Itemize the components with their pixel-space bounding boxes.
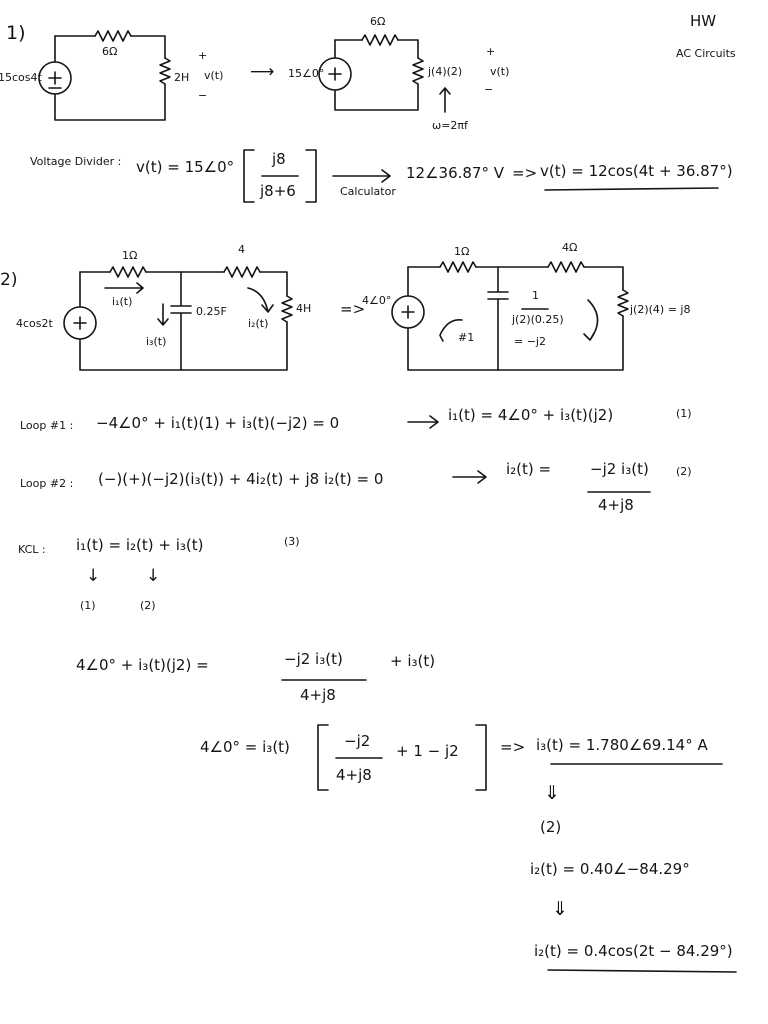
loop2-label: Loop #2 :	[20, 477, 74, 490]
bracket-right-1	[305, 149, 317, 203]
bracket-left-1	[243, 149, 255, 203]
problem-1-number: 1)	[6, 22, 26, 44]
solve-lhs: 4∠0° = i₃(t)	[200, 738, 290, 756]
p2b-r2-label: 4Ω	[562, 241, 578, 254]
double-arrow-2: ⇓	[552, 898, 568, 920]
substitution-frac-num: −j2 i₃(t)	[284, 650, 343, 668]
solve-rest: + 1 − j2	[396, 742, 459, 760]
p2b-inductor-label: j(2)(4) = j8	[630, 303, 691, 316]
underline-i2	[547, 969, 737, 973]
reference-2: (2)	[540, 818, 562, 836]
voltage-divider-label: Voltage Divider :	[30, 155, 122, 168]
double-arrow-1: ⇓	[544, 782, 560, 804]
p1a-source-label: 15cos4t	[0, 71, 42, 84]
loop1-result: i₁(t) = 4∠0° + i₃(t)(j2)	[448, 406, 614, 424]
implies-1: =>	[512, 164, 538, 182]
header-topic: AC Circuits	[676, 47, 736, 60]
eq-ref-1: (1)	[676, 407, 692, 420]
p2a-i2-label: i₂(t)	[248, 317, 269, 330]
divider-frac-num: j8	[272, 150, 286, 168]
p2b-cap-num: 1	[532, 289, 539, 302]
omega-note: ω=2πf	[432, 119, 468, 132]
implies-3: =>	[500, 738, 526, 756]
kcl-ref-1: (1)	[80, 599, 96, 612]
eq-ref-3: (3)	[284, 535, 300, 548]
p1b-plus: +	[486, 45, 496, 58]
i2-final-result: i₂(t) = 0.4cos(2t − 84.29°)	[534, 942, 733, 960]
transform-arrow: ⟶	[250, 62, 275, 82]
result-phasor: 12∠36.87° V	[406, 164, 505, 182]
loop2-result-lhs: i₂(t) =	[506, 460, 552, 478]
p2b-cap-den: j(2)(0.25)	[512, 313, 564, 326]
p1a-plus: +	[198, 49, 208, 62]
p1a-output-label: v(t)	[204, 69, 224, 82]
p2a-i3-label: i₃(t)	[146, 335, 167, 348]
p1b-output-label: v(t)	[490, 65, 510, 78]
p1b-source-label: 15∠0°	[288, 67, 325, 80]
p1b-minus: −	[484, 83, 494, 96]
calculator-arrow	[332, 169, 391, 183]
p2b-loop1-label: #1	[458, 331, 475, 344]
problem-2-number: 2)	[0, 270, 18, 290]
kcl-equation: i₁(t) = i₂(t) + i₃(t)	[76, 536, 204, 554]
loop2-equation: (−)(+)(−j2)(i₃(t)) + 4i₂(t) + j8 i₂(t) =…	[98, 470, 384, 488]
loop1-label: Loop #1 :	[20, 419, 74, 432]
solve-frac-num: −j2	[344, 732, 371, 750]
implies-2: =>	[340, 300, 366, 318]
kcl-ref-2: (2)	[140, 599, 156, 612]
substitution-rhs: + i₃(t)	[390, 652, 436, 670]
kcl-arrow-1: ↓	[86, 566, 101, 586]
circuit-2b	[391, 261, 629, 371]
loop2-result-den: 4+j8	[598, 496, 634, 514]
p2b-source-label: 4∠0°	[362, 294, 392, 307]
substitution-frac-den: 4+j8	[300, 686, 336, 704]
p1a-minus: −	[198, 89, 208, 102]
i3-result: i₃(t) = 1.780∠69.14° A	[536, 736, 708, 754]
divider-frac-den: j8+6	[260, 182, 296, 200]
p1a-resistor-label: 6Ω	[102, 45, 118, 58]
circuit-1b	[318, 34, 451, 113]
p2a-source-label: 4cos2t	[16, 317, 53, 330]
solve-frac-den: 4+j8	[336, 766, 372, 784]
circuit-1a	[38, 30, 171, 121]
p1b-resistor-label: 6Ω	[370, 15, 386, 28]
kcl-label: KCL :	[18, 543, 46, 556]
loop2-result-num: −j2 i₃(t)	[590, 460, 649, 478]
p2b-r1-label: 1Ω	[454, 245, 470, 258]
result-time-domain: v(t) = 12cos(4t + 36.87°)	[540, 162, 733, 180]
p2a-r1-label: 1Ω	[122, 249, 138, 262]
p2a-i1-label: i₁(t)	[112, 295, 133, 308]
i2-phasor-result: i₂(t) = 0.40∠−84.29°	[530, 860, 690, 878]
loop1-equation: −4∠0° + i₁(t)(1) + i₃(t)(−j2) = 0	[96, 414, 340, 432]
p2a-capacitor-label: 0.25F	[196, 305, 227, 318]
eq-ref-2: (2)	[676, 465, 692, 478]
p2b-cap-result: = −j2	[514, 335, 546, 348]
bracket-left-2	[317, 724, 329, 791]
calculator-label: Calculator	[340, 185, 396, 198]
p1b-inductor-label: j(4)(2)	[428, 65, 463, 78]
bracket-right-2	[475, 724, 487, 791]
kcl-arrow-2: ↓	[146, 566, 161, 586]
p1a-inductor-label: 2H	[174, 71, 190, 84]
underline-1	[544, 187, 719, 191]
substitution-lhs: 4∠0° + i₃(t)(j2) =	[76, 656, 209, 674]
header-hw: HW	[690, 12, 717, 30]
arrow-loop2	[452, 470, 487, 484]
circuit-2a	[63, 266, 293, 371]
p2a-r2-label: 4	[238, 243, 245, 256]
arrow-loop1	[407, 415, 439, 429]
p2a-inductor-label: 4H	[296, 302, 312, 315]
divider-equation-lhs: v(t) = 15∠0°	[136, 158, 235, 176]
